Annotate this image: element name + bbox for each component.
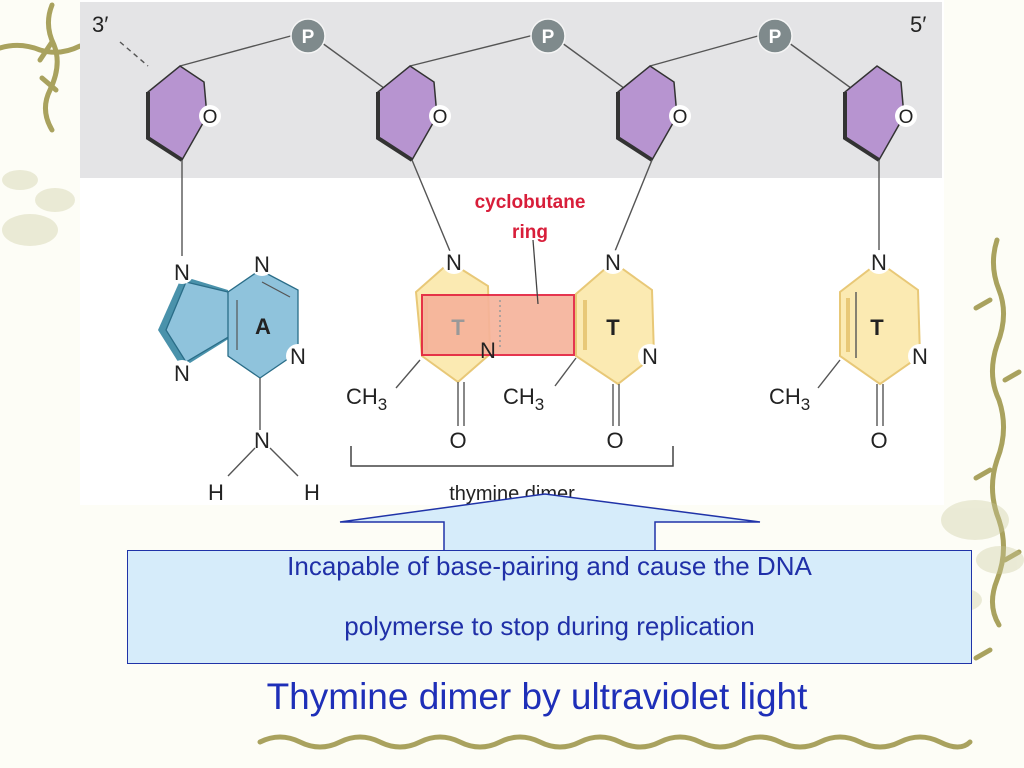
thymine-dimer-diagram: O O O O P P P 3′ 5′ N [80, 0, 944, 505]
thymine-single-letter: T [870, 315, 884, 340]
glycosidic-bonds [181, 159, 880, 257]
thymine-left-o-label: O [449, 428, 466, 453]
methyl-ch: CH [503, 384, 535, 409]
backbone-band [80, 2, 942, 178]
sugar-ring [376, 65, 438, 162]
adenine-amine-n-label: N [254, 428, 270, 453]
adenine-h-label-left: H [208, 480, 224, 505]
vine-decoration-left [0, 2, 83, 133]
strand-end-5prime: 5′ [910, 12, 926, 37]
thymine-right-n3-label: N [642, 344, 658, 369]
thymine-single: N N T O CH3 [769, 250, 932, 453]
phosphate-label: P [769, 27, 782, 48]
phosphate-circle [530, 18, 566, 54]
thymine-single-n3-label: N [912, 344, 928, 369]
methyl-subscript: 3 [535, 395, 544, 414]
callout-text-line1: Incapable of base-pairing and cause the … [287, 551, 812, 581]
thymine-right-o-label: O [606, 428, 623, 453]
adenine-n7-label: N [174, 361, 190, 386]
callout-text-line2: polymerse to stop during replication [344, 611, 755, 641]
ring-oxygen-label: O [203, 107, 218, 128]
thymine-left-n3-label: N [480, 338, 496, 363]
thymine-left-methyl-label: CH3 [346, 384, 387, 414]
adenine-letter: A [255, 314, 271, 339]
thymine-left-letter: T [451, 315, 465, 340]
vine-decoration-right [973, 237, 1022, 661]
phosphate-groups: P P P [290, 18, 793, 54]
strand-end-3prime: 3′ [92, 12, 108, 37]
cyclobutane-ring [421, 239, 575, 356]
cyclobutane-label-line2: ring [512, 222, 548, 243]
thymine-single-o-label: O [870, 428, 887, 453]
ring-oxygen-label: O [899, 107, 914, 128]
thymine-right-n1-label: N [605, 250, 621, 275]
ring-oxygen-label: O [433, 107, 448, 128]
adenine-n9-label: N [174, 260, 190, 285]
slide-title: Thymine dimer by ultraviolet light [266, 676, 808, 717]
callout-box: Incapable of base-pairing and cause the … [127, 550, 972, 664]
cyclobutane-label-line1: cyclobutane [475, 192, 586, 213]
sugar-rings [146, 65, 905, 162]
adenine-base: N N N N A N H H [158, 252, 320, 505]
methyl-subscript: 3 [801, 395, 810, 414]
leaf-cluster-left [2, 170, 75, 246]
methyl-ch: CH [346, 384, 378, 409]
adenine-h-label-right: H [304, 480, 320, 505]
callout-arrow [339, 493, 761, 552]
methyl-ch: CH [769, 384, 801, 409]
vine-decoration-bottom [257, 734, 973, 750]
cyclobutane-leader-line [532, 239, 539, 305]
ring-oxygens: O O O O [199, 105, 917, 128]
phosphate-circle [290, 18, 326, 54]
thymine-single-methyl-label: CH3 [769, 384, 810, 414]
phosphate-label: P [302, 27, 315, 48]
phosphate-circle [757, 18, 793, 54]
adenine-n3-label: N [290, 344, 306, 369]
methyl-subscript: 3 [378, 395, 387, 414]
phosphate-label: P [542, 27, 555, 48]
thymine-right-methyl-label: CH3 [503, 384, 544, 414]
thymine-right [554, 260, 656, 426]
ring-oxygen-label: O [673, 107, 688, 128]
thymine-left-n1-label: N [446, 250, 462, 275]
sugar-ring [616, 65, 678, 162]
adenine-n1-label: N [254, 252, 270, 277]
thymine-right-letter: T [606, 315, 620, 340]
thymine-single-n1-label: N [871, 250, 887, 275]
